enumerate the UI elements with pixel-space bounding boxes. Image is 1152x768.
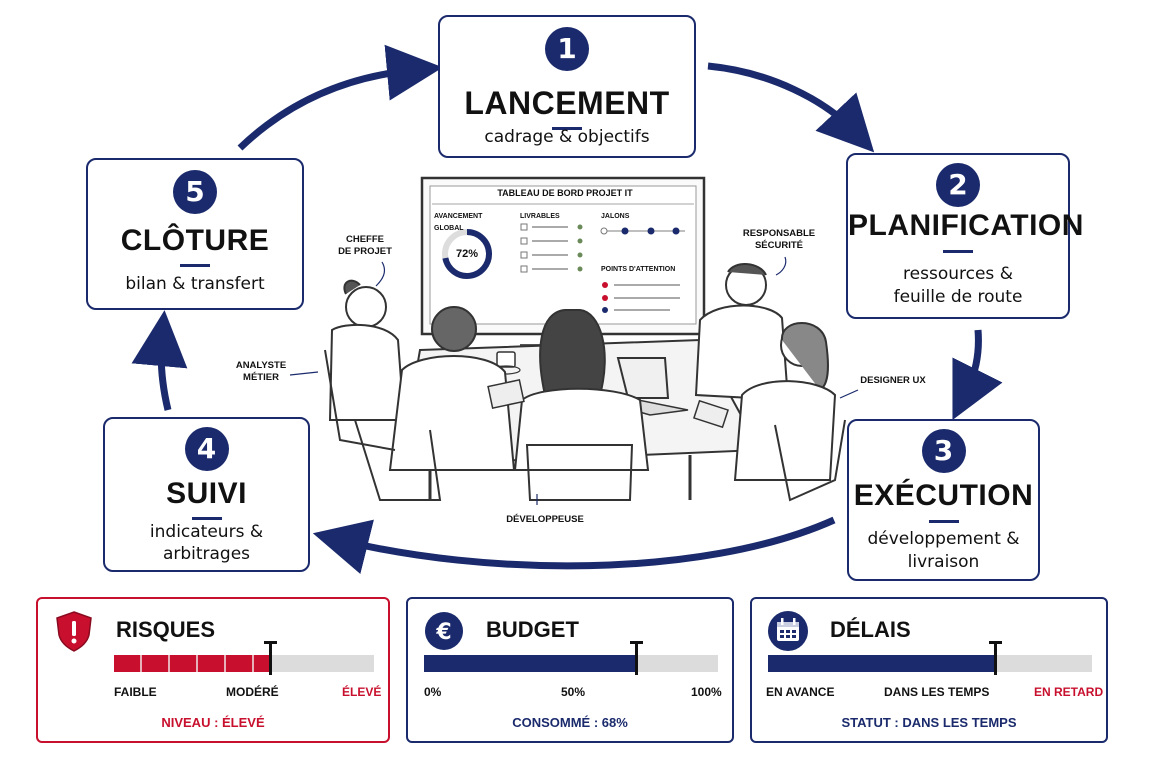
panel-risques: RISQUES FAIBLE MODÉRÉ ÉLEVÉ NIVEAU : ÉLE… [36, 597, 390, 743]
arrow-5-to-1 [237, 44, 443, 151]
arrow-4-to-5 [131, 310, 188, 411]
arrow-3-to-4 [312, 516, 836, 574]
step-title: LANCEMENT [464, 85, 670, 121]
role-line: MÉTIER [243, 372, 279, 383]
step-subtitle-line2: livraison [907, 552, 980, 572]
step-execution: 3 EXÉCUTION développement & livraison [847, 419, 1040, 581]
step-subtitle: bilan & transfert [125, 274, 265, 294]
person-developpeuse [539, 309, 606, 396]
svg-text:€: € [435, 620, 451, 645]
role-developpeuse: DÉVELOPPEUSE [506, 514, 584, 525]
role-analyste-metier: ANALYSTE MÉTIER [226, 360, 296, 384]
step-number-badge: 1 [545, 27, 589, 71]
step-subtitle-line1: développement & [867, 529, 1020, 549]
role-cheffe-de-projet: CHEFFE DE PROJET [330, 234, 400, 258]
dashboard-points-label: POINTS D'ATTENTION [601, 266, 676, 273]
budget-0-label: 0% [424, 685, 442, 699]
arrow-1-to-2 [707, 62, 875, 153]
step-title: SUIVI [166, 477, 247, 510]
step-subtitle: cadrage & objectifs [484, 127, 650, 147]
panel-title: BUDGET [486, 617, 579, 642]
role-line: SÉCURITÉ [754, 240, 804, 251]
delay-ontime-label: DANS LES TEMPS [884, 685, 990, 699]
dashboard-jalons-label: JALONS [601, 213, 630, 220]
step-title: EXÉCUTION [853, 479, 1034, 512]
tablet [487, 379, 525, 409]
coffee-cup [496, 351, 516, 368]
panel-title: DÉLAIS [830, 617, 911, 642]
risk-gauge [114, 641, 374, 675]
panel-budget: € BUDGET 0% 50% 100% CONSOMMÉ : 68% [406, 597, 734, 743]
risk-high-label: ÉLEVÉ [342, 685, 382, 699]
role-responsable-securite: RESPONSABLE SÉCURITÉ [734, 228, 824, 252]
arrow-2-to-3 [952, 329, 1003, 421]
tablet [693, 399, 729, 429]
dashboard-title: TABLEAU DE BORD PROJET IT [497, 188, 633, 198]
delay-early-label: EN AVANCE [766, 685, 835, 699]
step-subtitle-line2: arbitrages [162, 544, 251, 564]
role-designer-ux: DESIGNER UX [860, 375, 926, 386]
budget-gauge-fill [424, 655, 636, 672]
role-line: DE PROJET [338, 246, 392, 257]
step-number-badge: 2 [936, 163, 980, 207]
step-subtitle-line1: indicateurs & [149, 522, 264, 542]
step-number-badge: 5 [173, 170, 217, 214]
step-cloture: 5 CLÔTURE bilan & transfert [86, 158, 304, 310]
risk-gauge-marker [264, 641, 277, 675]
person-analyste [431, 306, 477, 352]
budget-footer: CONSOMMÉ : 68% [512, 715, 628, 730]
risk-gauge-fill [114, 655, 270, 672]
shield-alert-icon [56, 611, 92, 652]
role-line: ANALYSTE [235, 360, 287, 371]
step-suivi: 4 SUIVI indicateurs & arbitrages [103, 417, 310, 572]
step-title: PLANIFICATION [848, 209, 1084, 242]
step-planification: 2 PLANIFICATION ressources & feuille de … [846, 153, 1084, 319]
delay-gauge-fill [768, 655, 995, 672]
dashboard-percent: 72% [455, 248, 479, 260]
euro-icon: € [425, 612, 463, 650]
budget-100-label: 100% [691, 685, 722, 699]
budget-50-label: 50% [561, 685, 586, 699]
step-subtitle-line1: ressources & [903, 264, 1013, 284]
title-underline [943, 250, 973, 253]
step-lancement: 1 LANCEMENT cadrage & objectifs [438, 15, 696, 158]
dashboard-livrables-label: LIVRABLES [520, 213, 560, 220]
budget-gauge [424, 641, 718, 675]
title-underline [552, 127, 582, 130]
panel-delais: DÉLAIS EN AVANCE DANS LES TEMPS EN RETAR… [750, 597, 1108, 743]
step-subtitle-line2: feuille de route [893, 287, 1023, 307]
title-underline [191, 517, 222, 520]
laptop [616, 357, 670, 399]
title-underline [180, 264, 210, 267]
budget-gauge-marker [629, 641, 643, 675]
delay-gauge-marker [988, 641, 1002, 675]
delay-late-label: EN RETARD [1034, 685, 1104, 699]
panel-title: RISQUES [116, 617, 216, 642]
step-title: CLÔTURE [120, 224, 270, 257]
progress-ring-fill [442, 229, 492, 279]
delay-gauge [768, 641, 1092, 675]
calendar-icon [768, 611, 808, 651]
step-number-badge: 3 [921, 429, 966, 473]
risk-low-label: FAIBLE [114, 685, 157, 699]
title-underline [928, 520, 959, 523]
step-number-badge: 4 [184, 427, 229, 471]
risk-footer: NIVEAU : ÉLEVÉ [161, 715, 265, 730]
risk-mid-label: MODÉRÉ [226, 685, 279, 699]
role-line: CHEFFE [346, 234, 384, 245]
person-cheffe [345, 286, 387, 328]
dashboard-avancement-label: AVANCEMENT GLOBAL [434, 213, 483, 232]
role-line: RESPONSABLE [742, 228, 816, 239]
delay-footer: STATUT : DANS LES TEMPS [841, 715, 1017, 730]
